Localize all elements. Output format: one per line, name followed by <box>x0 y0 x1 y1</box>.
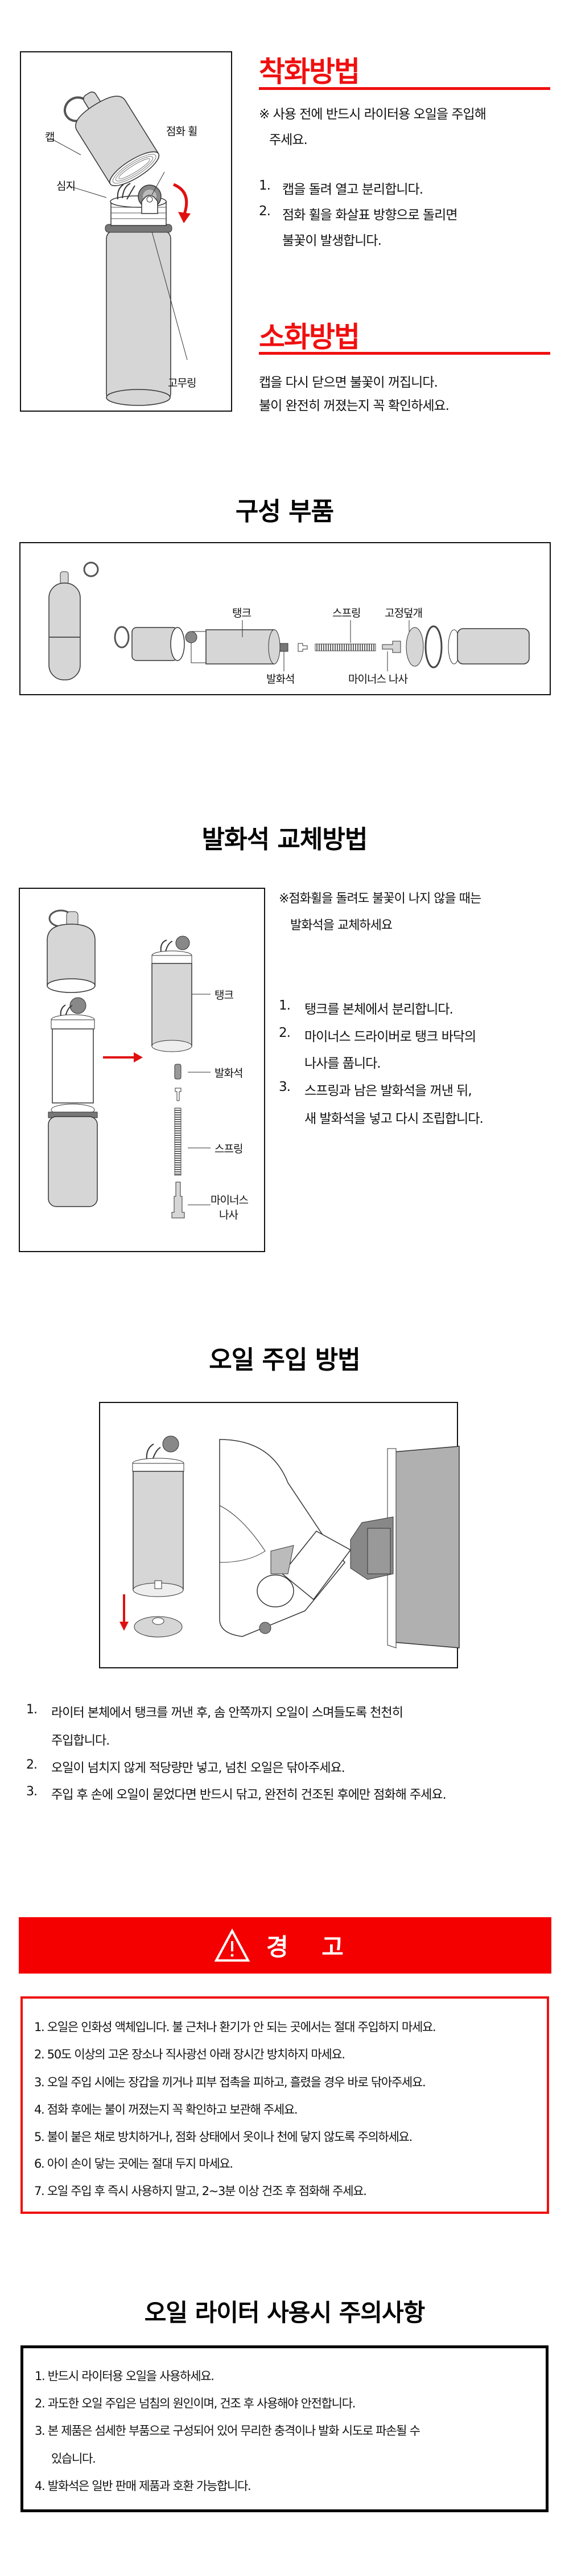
label-screw: 마이너스 나사 <box>348 673 408 686</box>
warning-list: 1. 오일은 인화성 액체입니다. 불 근처나 환기가 안 되는 곳에서는 절대… <box>20 1996 549 2214</box>
oil-step-1-cont: 주입합니다. <box>51 1734 110 1748</box>
extinguish-line2: 불이 완전히 꺼졌는지 꼭 확인하세요. <box>259 399 450 413</box>
warning-banner: 경 고 <box>19 1917 551 1974</box>
oil-step-3: 주입 후 손에 오일이 묻었다면 반드시 닦고, 완전히 건조된 후에만 점화해… <box>51 1788 447 1802</box>
label-wick: 심지 <box>56 180 76 192</box>
ignition-step-1-num: 1. <box>259 178 271 193</box>
flint-note-line2: 발화석을 교체하세요 <box>290 918 393 933</box>
caution-item-cont: 있습니다. <box>51 2452 96 2466</box>
oil-step-1: 라이터 본체에서 탱크를 꺼낸 후, 솜 안쪽까지 오일이 스며들도록 천천히 <box>51 1706 403 1720</box>
label-tank: 탱크 <box>215 989 234 1002</box>
lighter-open-illustration <box>49 91 191 406</box>
label-screw-line2: 나사 <box>219 1209 238 1221</box>
ignition-step-2-num: 2. <box>259 204 271 219</box>
components-illustration: 탱크 스프링 고정덮개 발화석 마이너스 나사 <box>19 542 551 695</box>
oil-step-2: 오일이 넘치지 않게 적당량만 넣고, 넘친 오일은 닦아주세요. <box>51 1761 345 1775</box>
flint-step-3: 스프링과 남은 발화석을 꺼낸 뒤, <box>304 1084 472 1098</box>
flint-step-3-cont: 새 발화석을 넣고 다시 조립합니다. <box>304 1111 484 1126</box>
warning-item: 7. 오일 주입 후 즉시 사용하지 말고, 2~3분 이상 건조 후 점화해 … <box>34 2184 367 2198</box>
oil-fill-hand-illustration <box>119 1435 460 1648</box>
flint-step-2: 마이너스 드라이버로 탱크 바닥의 <box>304 1029 476 1044</box>
flint-replace-parts-illustration <box>47 909 211 1219</box>
flint-replace-title: 발화석 교체방법 <box>201 825 368 854</box>
caution-item: 2. 과도한 오일 주입은 넘침의 원인이며, 건조 후 사용해야 안전합니다. <box>35 2397 356 2410</box>
label-cover: 고정덮개 <box>385 607 423 620</box>
warning-item: 5. 불이 붙은 채로 방치하거나, 점화 상태에서 옷이나 천에 닿지 않도록… <box>34 2130 413 2144</box>
extinguish-title-rule <box>259 352 550 355</box>
label-flint: 발화석 <box>266 673 295 686</box>
components-title: 구성 부품 <box>235 497 334 526</box>
caution-item: 1. 반드시 라이터용 오일을 사용하세요. <box>35 2369 215 2383</box>
label-spring: 스프링 <box>332 607 361 620</box>
flint-note-line1: ※점화휠을 돌려도 불꽃이 나지 않을 때는 <box>279 892 481 906</box>
ignition-note-line1: ※ 사용 전에 반드시 라이터용 오일을 주입해 <box>259 107 486 122</box>
extinguish-title: 소화방법 <box>259 321 360 354</box>
oil-step-2-num: 2. <box>26 1758 38 1772</box>
warning-item: 3. 오일 주입 시에는 장갑을 끼거나 피부 접촉을 피하고, 흘렸을 경우 … <box>34 2075 426 2089</box>
label-tank: 탱크 <box>232 607 251 620</box>
extinguish-line1: 캡을 다시 닫으면 불꽃이 꺼집니다. <box>259 375 438 390</box>
exploded-parts-illustration <box>48 561 530 680</box>
caution-list: 1. 반드시 라이터용 오일을 사용하세요. 2. 과도한 오일 주입은 넘침의… <box>20 2345 549 2512</box>
oil-step-1-num: 1. <box>26 1703 38 1717</box>
label-spring: 스프링 <box>215 1143 243 1155</box>
oil-step-3-num: 3. <box>26 1785 38 1799</box>
flint-step-2-cont: 나사를 풉니다. <box>304 1056 381 1071</box>
oil-fill-illustration <box>99 1402 460 1668</box>
warning-triangle-icon <box>214 1928 250 1962</box>
label-screw-line1: 마이너스 <box>211 1194 249 1207</box>
warning-item: 4. 점화 후에는 불이 꺼졌는지 꼭 확인하고 보관해 주세요. <box>34 2103 298 2116</box>
ignition-illustration: 캡 점화 휠 심지 고무링 <box>20 51 232 412</box>
warning-item: 2. 50도 이상의 고온 장소나 직사광선 아래 장시간 방치하지 마세요. <box>34 2048 345 2061</box>
ignition-step-2-cont: 불꽃이 발생합니다. <box>282 233 382 248</box>
label-cap: 캡 <box>45 131 55 143</box>
label-flint: 발화석 <box>215 1067 243 1080</box>
flint-step-1: 탱크를 본체에서 분리합니다. <box>304 1002 453 1017</box>
ignition-step-2: 점화 휠을 화살표 방향으로 돌리면 <box>282 208 457 223</box>
ignition-title: 착화방법 <box>259 55 360 88</box>
flint-step-1-num: 1. <box>279 998 291 1013</box>
warning-item: 6. 아이 손이 닿는 곳에는 절대 두지 마세요. <box>34 2157 233 2171</box>
label-oring: 고무링 <box>168 377 196 389</box>
flint-step-2-num: 2. <box>279 1026 291 1040</box>
ignition-title-rule <box>259 87 550 90</box>
flint-step-3-num: 3. <box>279 1080 291 1094</box>
label-wheel: 점화 휠 <box>166 125 197 138</box>
flint-replace-illustration: 탱크 발화석 스프링 마이너스 나사 <box>19 888 265 1252</box>
ignition-note-line2: 주세요. <box>269 133 308 147</box>
warning-item: 1. 오일은 인화성 액체입니다. 불 근처나 환기가 안 되는 곳에서는 절대… <box>34 2020 436 2034</box>
caution-item: 4. 발화석은 일반 판매 제품과 호환 가능합니다. <box>35 2479 251 2493</box>
ignition-step-1: 캡을 돌려 열고 분리합니다. <box>282 182 423 197</box>
caution-item: 3. 본 제품은 섬세한 부품으로 구성되어 있어 무리한 충격이나 발화 시도… <box>35 2424 420 2438</box>
warning-title: 경 고 <box>266 1933 356 1961</box>
caution-title: 오일 라이터 사용시 주의사항 <box>144 2299 426 2327</box>
oil-fill-title: 오일 주입 방법 <box>209 1346 361 1375</box>
